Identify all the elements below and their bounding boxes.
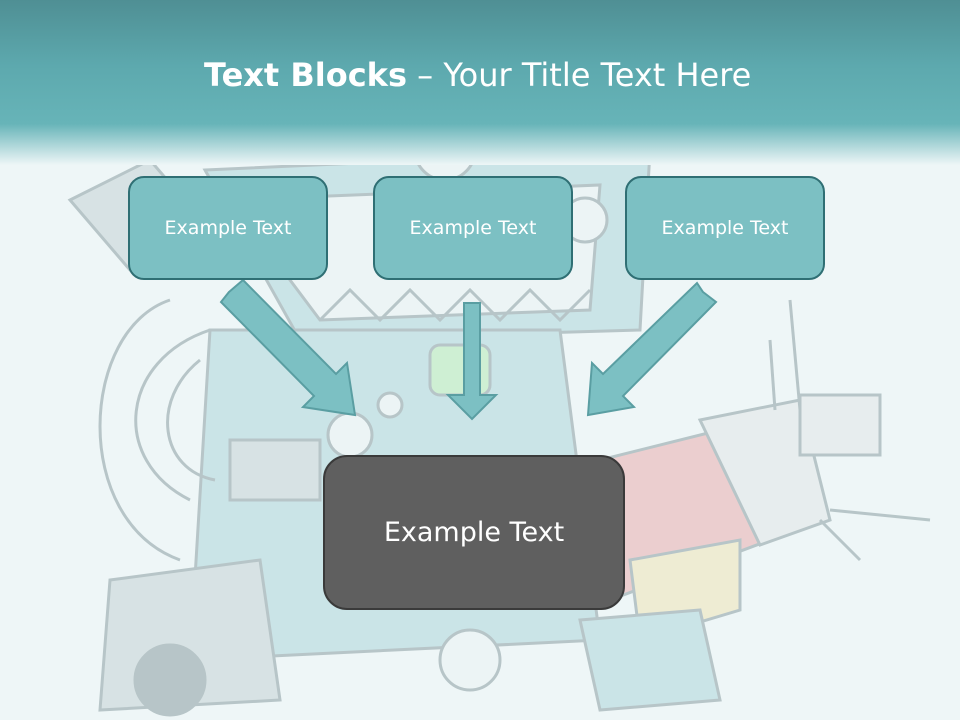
title-dash: – (407, 56, 444, 94)
text-block-3: Example Text (625, 176, 825, 280)
arrow-right (586, 281, 718, 417)
arrow-left (219, 278, 357, 417)
title-rest: Your Title Text Here (443, 56, 752, 94)
slide-title: Text Blocks – Your Title Text Here (204, 56, 751, 96)
text-block-result: Example Text (323, 455, 625, 610)
text-block-1: Example Text (128, 176, 328, 280)
text-block-2: Example Text (373, 176, 573, 280)
title-bold-part: Text Blocks (204, 56, 407, 94)
title-bar (0, 0, 960, 165)
arrow-center (445, 302, 499, 421)
